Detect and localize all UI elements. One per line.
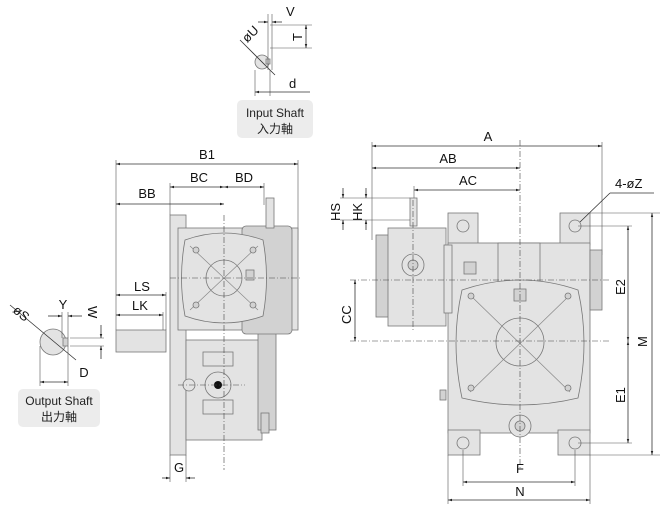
dim-label-ab: AB [439, 151, 456, 166]
dim-label-lk: LK [132, 298, 148, 313]
dim-label-n: N [515, 484, 524, 499]
input-shaft-front [409, 197, 418, 227]
dim-label-v: V [286, 4, 295, 19]
dim-label-bd: BD [235, 170, 253, 185]
dim-label-e1: E1 [613, 387, 628, 403]
output-shaft-caption-jp: 出力軸 [41, 410, 77, 424]
input-shaft-caption-box [237, 100, 313, 138]
dim-label-f: F [516, 461, 524, 476]
input-shaft-detail: øU V T d Input Shaft 入力軸 [237, 4, 313, 138]
dim-label-t: T [290, 33, 305, 41]
dim-label-y: Y [59, 297, 68, 312]
dim-label-w: W [85, 306, 100, 319]
dim-label-ls: LS [134, 279, 150, 294]
dim-label-d: d [289, 76, 296, 91]
dim-label-cc: CC [339, 305, 354, 324]
input-shaft-caption-jp: 入力軸 [257, 122, 293, 136]
dim-label-hs: HS [328, 203, 343, 221]
output-shaft [115, 329, 167, 353]
dim-label-z: 4-øZ [615, 176, 643, 191]
dim-label-b1: B1 [199, 147, 215, 162]
dim-label-bb: BB [138, 186, 155, 201]
dim-label-m: M [635, 336, 650, 347]
output-shaft-detail: øS Y W D Output Shaft 出力軸 [9, 297, 104, 427]
dim-label-g: G [174, 460, 184, 475]
worm-housing [387, 227, 447, 327]
dim-label-ac: AC [459, 173, 477, 188]
input-shaft-caption-en: Input Shaft [246, 106, 305, 120]
input-shaft [265, 197, 275, 229]
dim-label-e2: E2 [613, 279, 628, 295]
output-shaft-caption-box [18, 389, 100, 427]
dim-label-d-output: D [79, 365, 88, 380]
dim-label-a: A [484, 129, 493, 144]
side-view: B1 BB BC BD LS LK [115, 147, 302, 482]
output-shaft-caption-en: Output Shaft [25, 394, 93, 408]
dim-label-hk: HK [350, 203, 365, 221]
front-view: A AB AC [328, 129, 660, 504]
dim-label-bc: BC [190, 170, 208, 185]
